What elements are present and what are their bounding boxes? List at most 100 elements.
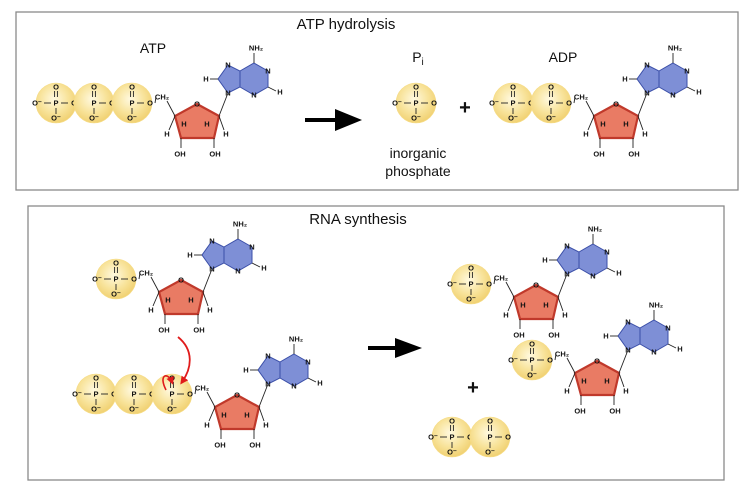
- atom-nh2: NH₂: [249, 44, 263, 53]
- bond: [566, 357, 576, 374]
- atom-p: P: [53, 99, 58, 108]
- atom-oh: OH: [548, 331, 559, 340]
- atom-h: H: [503, 311, 508, 320]
- atom-p: P: [449, 433, 454, 442]
- atom-nh2: NH₂: [649, 301, 663, 310]
- bond: [557, 273, 568, 298]
- atom-o-minus: O⁻: [447, 280, 457, 289]
- bond: [258, 406, 265, 422]
- phosphate-chain: POO⁻O⁻O: [447, 263, 492, 305]
- atom-o-minus: O⁻: [508, 114, 518, 123]
- atom-n: N: [684, 67, 689, 76]
- atom-n: N: [225, 61, 230, 70]
- bond: [166, 100, 176, 117]
- base-pentagon: [636, 64, 660, 94]
- atom-o-minus: O⁻: [428, 433, 438, 442]
- atom-n: N: [651, 348, 656, 357]
- atom-h: H: [677, 345, 682, 354]
- atom-p: P: [548, 99, 553, 108]
- atom-o: O: [129, 83, 135, 92]
- atom-o-minus: O⁻: [32, 99, 42, 108]
- atom-o-minus: O⁻: [92, 275, 102, 284]
- atom-h: H: [204, 421, 209, 430]
- red-curved-arrow-attack: [177, 336, 191, 385]
- atom-o: O: [547, 356, 553, 365]
- bond: [557, 296, 564, 312]
- atom-n: N: [291, 382, 296, 391]
- atom-n: N: [625, 318, 630, 327]
- atom-h: H: [623, 120, 628, 129]
- phosphate-group: POO⁻O: [113, 373, 155, 415]
- bond: [493, 277, 496, 285]
- atom-o-minus: O⁻: [72, 390, 82, 399]
- atom-ch2: CH₂: [494, 274, 508, 283]
- atom-h: H: [181, 120, 186, 129]
- atom-n: N: [265, 352, 270, 361]
- phosphate-sphere: [450, 263, 492, 305]
- atom-h: H: [188, 296, 193, 305]
- atom-oh: OH: [214, 441, 225, 450]
- phosphate-group: POO⁻O: [530, 83, 572, 124]
- atom-p: P: [413, 99, 418, 108]
- atom-h: H: [696, 88, 701, 97]
- phosphate-chain: POO⁻O⁻O: [92, 258, 137, 300]
- atom-o-minus: O⁻: [466, 295, 476, 304]
- atom-nh2: NH₂: [233, 220, 247, 229]
- bond: [267, 86, 277, 92]
- atom-p: P: [131, 390, 136, 399]
- atom-oh: OH: [628, 150, 639, 159]
- atom-p: P: [487, 433, 492, 442]
- atom-oh: OH: [174, 150, 185, 159]
- atom-h: H: [203, 75, 208, 84]
- atom-h: H: [604, 377, 609, 386]
- reaction-arrow-top: [305, 109, 362, 131]
- molecule-rna-primer: POO⁻O⁻OOCH₂HHHHOHOHNNNNNH₂HH: [92, 220, 267, 335]
- atom-h: H: [603, 332, 608, 341]
- atom-ch2: CH₂: [555, 350, 569, 359]
- atom-h: H: [616, 269, 621, 278]
- atom-o: O: [566, 99, 572, 108]
- atom-o: O: [234, 391, 240, 400]
- atom-o-minus: O⁻: [167, 405, 177, 414]
- atom-p: P: [468, 280, 473, 289]
- atom-p: P: [529, 356, 534, 365]
- ribose-ring: [173, 102, 221, 140]
- bond: [168, 115, 176, 131]
- atom-oh: OH: [158, 326, 169, 335]
- atom-o: O: [413, 83, 419, 92]
- base-pentagon: [201, 240, 225, 270]
- atom-o: O: [131, 374, 137, 383]
- atom-p: P: [93, 390, 98, 399]
- atom-n: N: [564, 242, 569, 251]
- bond: [505, 281, 515, 298]
- bond: [587, 115, 595, 131]
- adenine-base: NNNNNH₂HH: [187, 220, 266, 276]
- atom-n: N: [265, 67, 270, 76]
- bond: [667, 343, 677, 349]
- atom-o: O: [178, 276, 184, 285]
- bond: [154, 96, 157, 104]
- bond: [686, 86, 696, 92]
- phosphate-group: POO⁻O: [469, 416, 511, 458]
- phosphate-group: POO⁻O: [151, 373, 193, 415]
- atom-o-minus: O⁻: [485, 448, 495, 457]
- atom-o: O: [147, 99, 153, 108]
- molecule-rna-product-1: POO⁻O⁻OOCH₂HHHHOHOHNNNNNH₂HH: [447, 225, 622, 340]
- bond: [307, 377, 317, 383]
- plus-top: +: [459, 97, 471, 119]
- bond: [507, 296, 515, 312]
- atom-h: H: [187, 251, 192, 260]
- atom-o: O: [486, 280, 492, 289]
- atom-o: O: [510, 83, 516, 92]
- atom-h: H: [642, 130, 647, 139]
- bond: [206, 391, 216, 408]
